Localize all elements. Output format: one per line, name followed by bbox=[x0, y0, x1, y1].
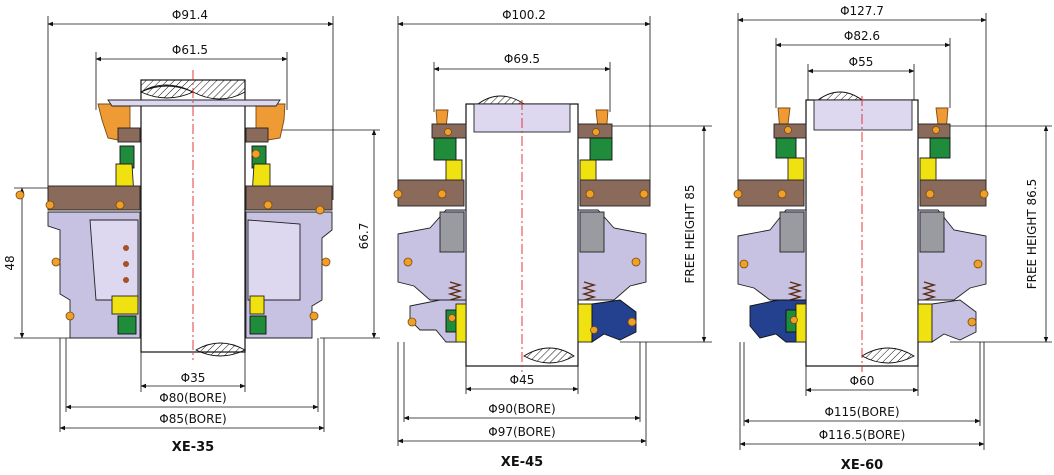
xe45-bore-outer-dim: Φ97(BORE) bbox=[488, 425, 555, 439]
xe35-inner-top-dim: Φ61.5 bbox=[172, 43, 208, 57]
xe60-bore-outer-dim: Φ116.5(BORE) bbox=[819, 428, 906, 442]
xe45-free-height-dim: FREE HEIGHT 85 bbox=[683, 184, 697, 283]
seal-xe-45: Φ100.2 Φ69.5 FREE HEIGHT 85 bbox=[393, 8, 712, 470]
xe60-bore-inner-dim: Φ115(BORE) bbox=[824, 405, 899, 419]
xe45-inner-top-dim: Φ69.5 bbox=[504, 52, 540, 66]
seal-xe-60: Φ127.7 Φ82.6 Φ55 FREE HEIGHT 86.5 bbox=[733, 4, 1052, 473]
xe60-free-height-dim: FREE HEIGHT 86.5 bbox=[1025, 179, 1039, 290]
xe60-model-label: XE-60 bbox=[841, 458, 883, 473]
xe60-mid-top-dim: Φ82.6 bbox=[844, 29, 880, 43]
xe45-bore-inner-dim: Φ90(BORE) bbox=[488, 402, 555, 416]
xe35-right-height-dim: 66.7 bbox=[357, 223, 371, 250]
xe35-bore-inner-dim: Φ80(BORE) bbox=[159, 391, 226, 405]
xe35-bore-outer-dim: Φ85(BORE) bbox=[159, 412, 226, 426]
xe45-shaft-dim: Φ45 bbox=[510, 373, 535, 387]
xe60-outer-top-dim: Φ127.7 bbox=[840, 4, 884, 18]
xe60-shaft-dim: Φ60 bbox=[850, 374, 875, 388]
xe35-shaft-dim: Φ35 bbox=[181, 371, 206, 385]
xe45-outer-top-dim: Φ100.2 bbox=[502, 8, 546, 22]
xe60-inner-top-dim: Φ55 bbox=[849, 55, 874, 69]
xe35-outer-top-dim: Φ91.4 bbox=[172, 8, 208, 22]
xe35-left-height-dim: 48 bbox=[3, 255, 17, 270]
xe45-model-label: XE-45 bbox=[501, 455, 543, 470]
xe35-model-label: XE-35 bbox=[172, 440, 214, 455]
seal-xe-35: Φ91.4 Φ61.5 48 66.7 bbox=[3, 8, 380, 455]
